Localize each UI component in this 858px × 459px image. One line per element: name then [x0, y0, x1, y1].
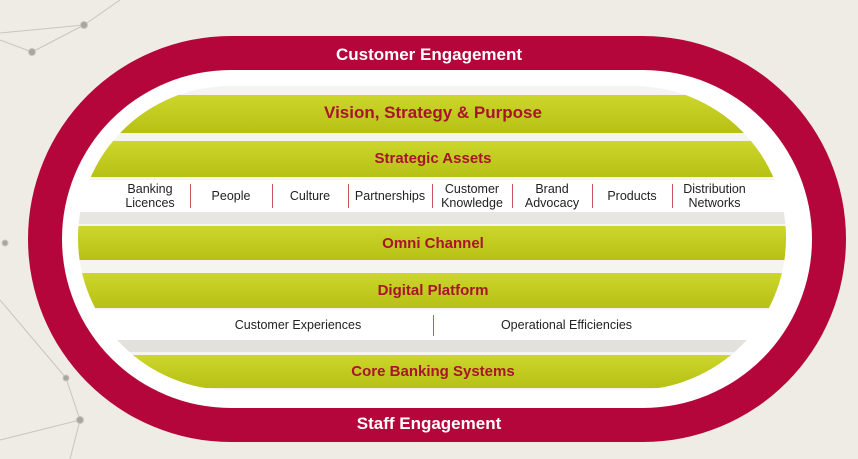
divider — [592, 184, 593, 208]
staff-engagement-label: Staff Engagement — [356, 414, 502, 433]
divider — [190, 184, 191, 208]
strategic-asset-item: Brand Advocacy — [524, 182, 580, 210]
digital-platform-row — [78, 310, 786, 340]
vision-label: Vision, Strategy & Purpose — [324, 103, 542, 122]
strategic-asset-item: Distribution Networks — [683, 182, 746, 210]
strategic-assets-label: Strategic Assets — [374, 150, 492, 167]
divider — [348, 184, 349, 208]
strategic-asset-item: Partnerships — [354, 189, 426, 203]
customer-engagement-label: Customer Engagement — [335, 45, 523, 64]
digital-platform-item: Operational Efficiencies — [500, 318, 633, 332]
core-banking-band — [78, 355, 786, 388]
strategic-asset-item: Products — [607, 189, 657, 203]
strategic-assets-band — [78, 141, 786, 177]
strategic-asset-item: Banking Licences — [125, 182, 175, 210]
strategic-asset-item: Customer Knowledge — [441, 182, 503, 210]
core-banking-label: Core Banking Systems — [351, 363, 515, 380]
divider — [432, 184, 433, 208]
divider — [672, 184, 673, 208]
digital-platform-band — [78, 273, 786, 308]
omni-channel-band — [78, 226, 786, 260]
strategic-asset-item: People — [211, 189, 251, 203]
divider — [272, 184, 273, 208]
divider — [433, 315, 434, 336]
vision-band — [78, 95, 786, 133]
digital-platform-item: Customer Experiences — [234, 318, 362, 332]
digital-platform-label: Digital Platform — [377, 282, 489, 299]
divider — [512, 184, 513, 208]
omni-channel-label: Omni Channel — [382, 235, 484, 252]
strategic-asset-item: Culture — [289, 189, 331, 203]
